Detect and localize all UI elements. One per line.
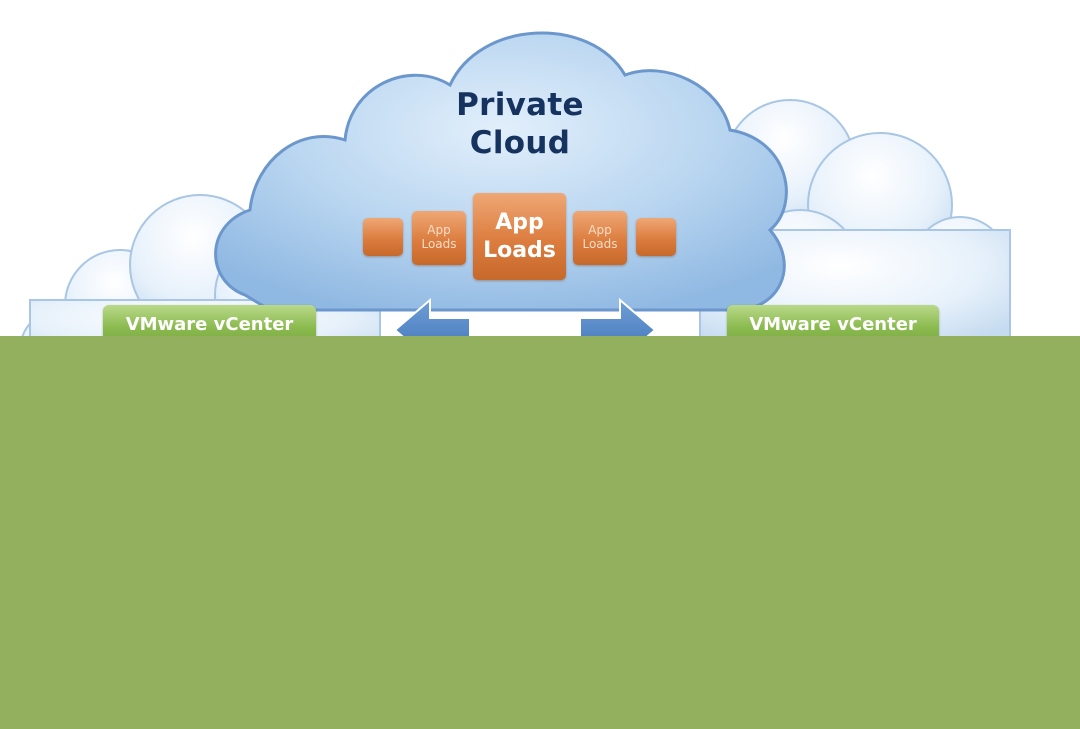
- app-load-right-line-2: Loads: [582, 237, 618, 251]
- app-load-box-right: App Loads: [573, 211, 627, 265]
- app-load-box-left: App Loads: [412, 211, 466, 265]
- cloud-title-line-1: Private: [456, 87, 584, 123]
- green-overlay-panel: [0, 336, 1080, 729]
- cloud-title-line-2: Cloud: [469, 125, 571, 161]
- app-load-left-line-1: App: [427, 223, 451, 237]
- app-load-box-small-left: [363, 218, 403, 256]
- app-load-main-line-1: App: [495, 210, 544, 235]
- app-load-main-line-2: Loads: [483, 238, 556, 263]
- app-load-left-line-2: Loads: [421, 237, 457, 251]
- app-load-box-small-right: [636, 218, 676, 256]
- app-load-box-main: App Loads: [473, 193, 566, 280]
- app-load-right-line-1: App: [588, 223, 612, 237]
